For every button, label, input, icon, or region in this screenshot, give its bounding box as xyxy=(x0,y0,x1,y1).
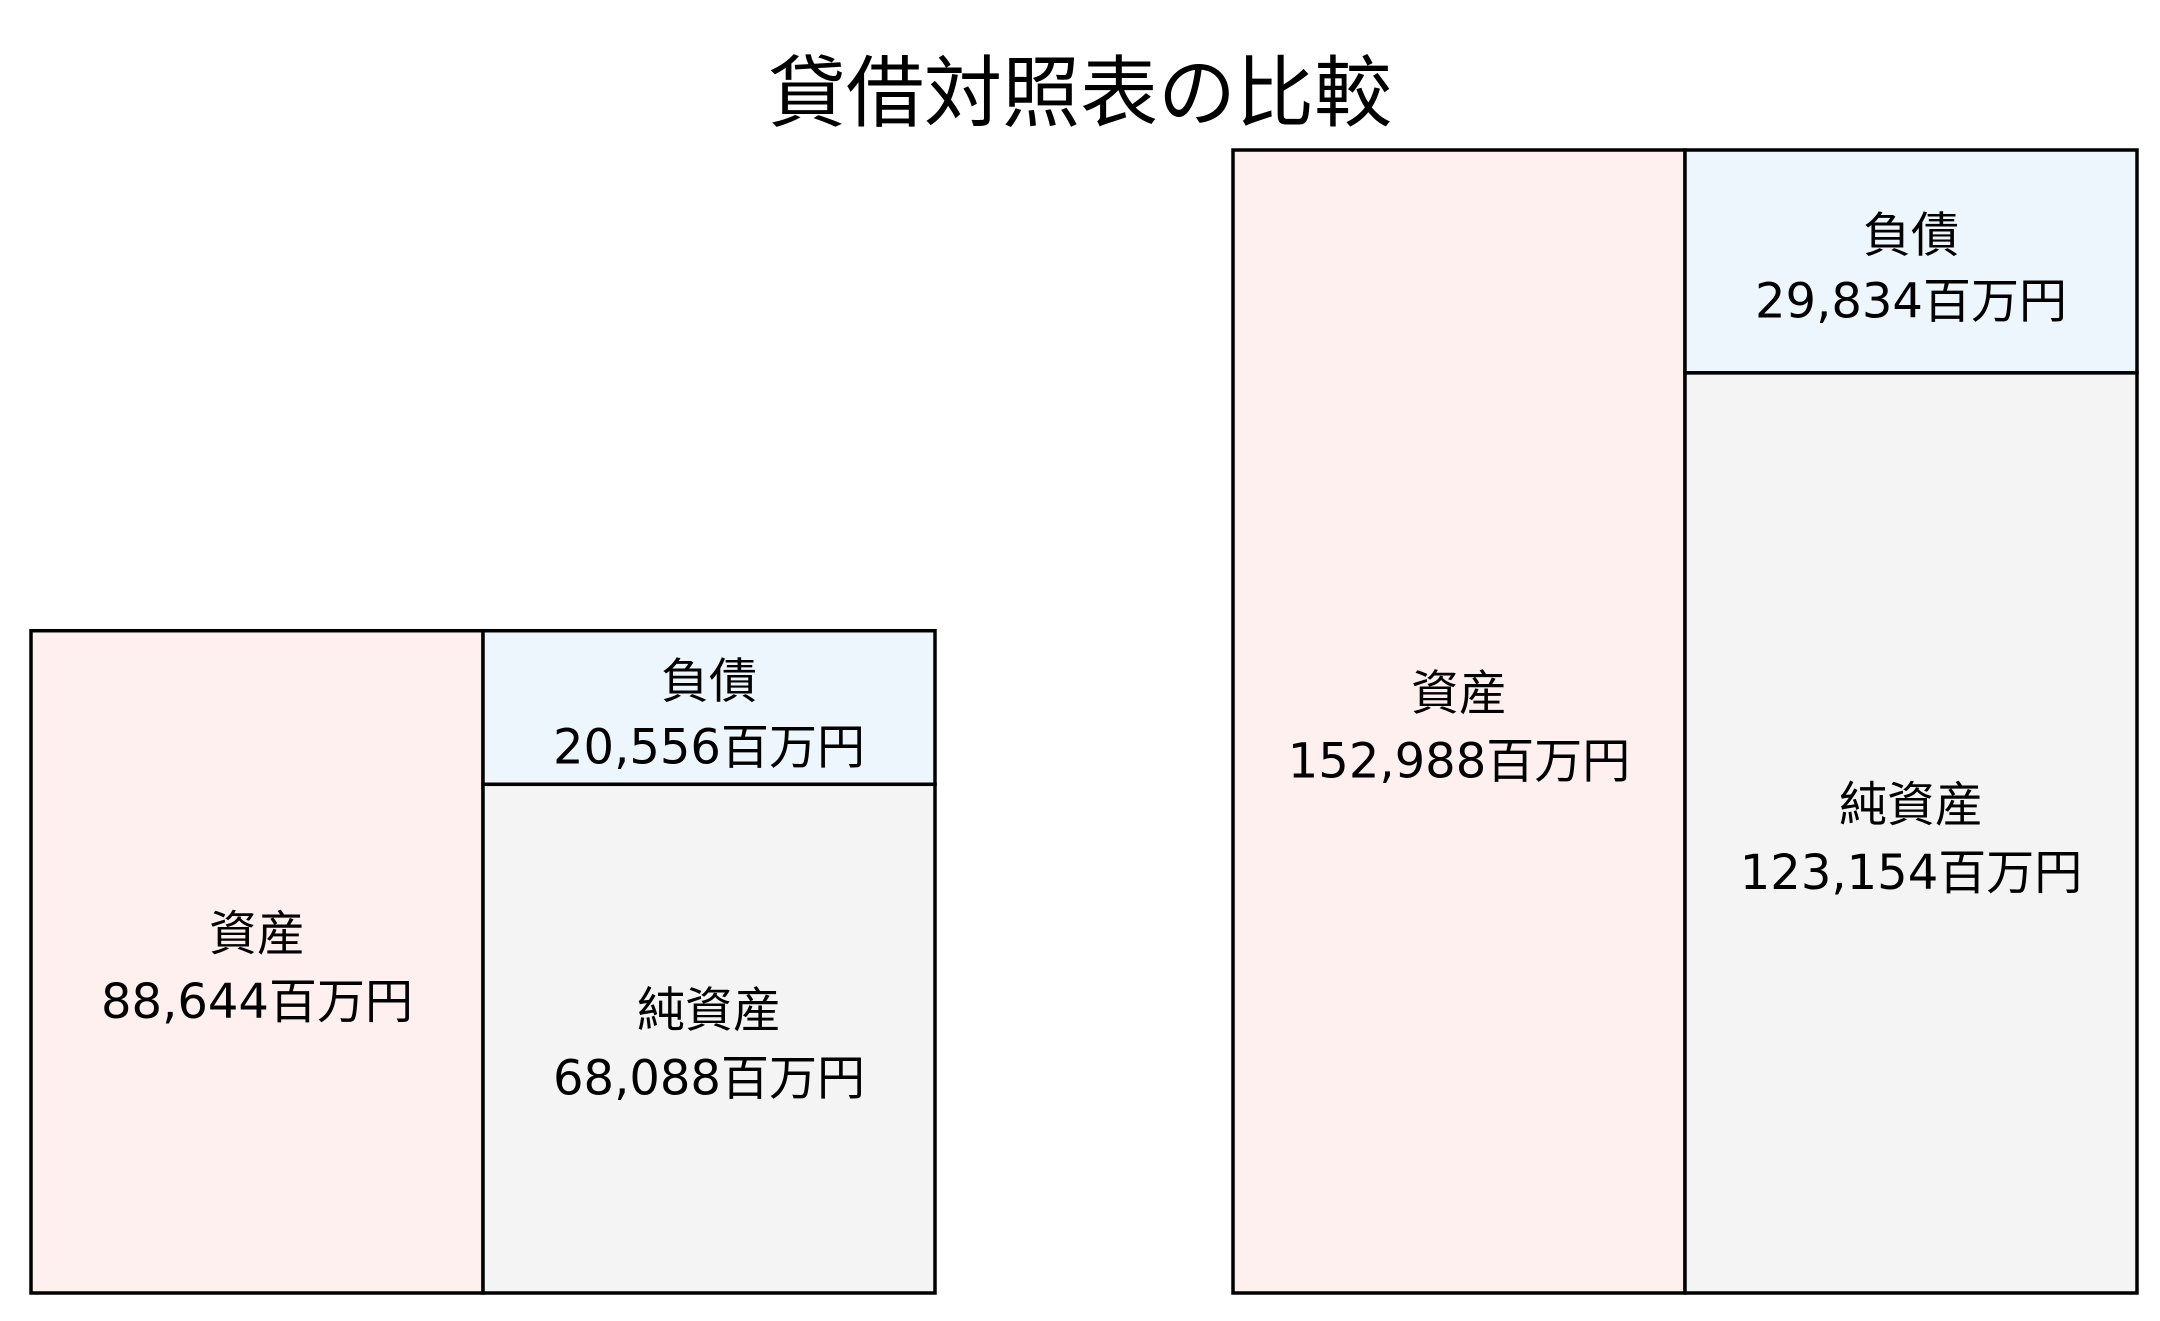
assets-block xyxy=(1231,148,1687,1295)
liabilities-block xyxy=(481,628,937,787)
assets-value: 88,644百万円 xyxy=(101,974,413,1030)
assets-value: 152,988百万円 xyxy=(1288,734,1631,790)
liabilities-label: 負債 xyxy=(1863,207,1959,263)
assets-block xyxy=(29,628,485,1295)
net-assets-label: 純資産 xyxy=(1839,777,1983,833)
liabilities-value: 29,834百万円 xyxy=(1755,273,2067,329)
liabilities-block xyxy=(1683,148,2139,375)
net-assets-block xyxy=(1683,371,2139,1295)
net-assets-value: 123,154百万円 xyxy=(1740,845,2083,901)
liabilities-label: 負債 xyxy=(661,654,757,710)
net-assets-label: 純資産 xyxy=(637,983,781,1039)
liabilities-value: 20,556百万円 xyxy=(553,720,865,776)
balance-sheets: 資産88,644百万円負債20,556百万円純資産68,088百万円資産152,… xyxy=(29,148,2139,1295)
assets-label: 資産 xyxy=(209,906,305,962)
net-assets-block xyxy=(481,782,937,1295)
assets-label: 資産 xyxy=(1411,666,1507,722)
chart-title: 貸借対照表の比較 xyxy=(768,49,1392,139)
net-assets-value: 68,088百万円 xyxy=(553,1051,865,1107)
